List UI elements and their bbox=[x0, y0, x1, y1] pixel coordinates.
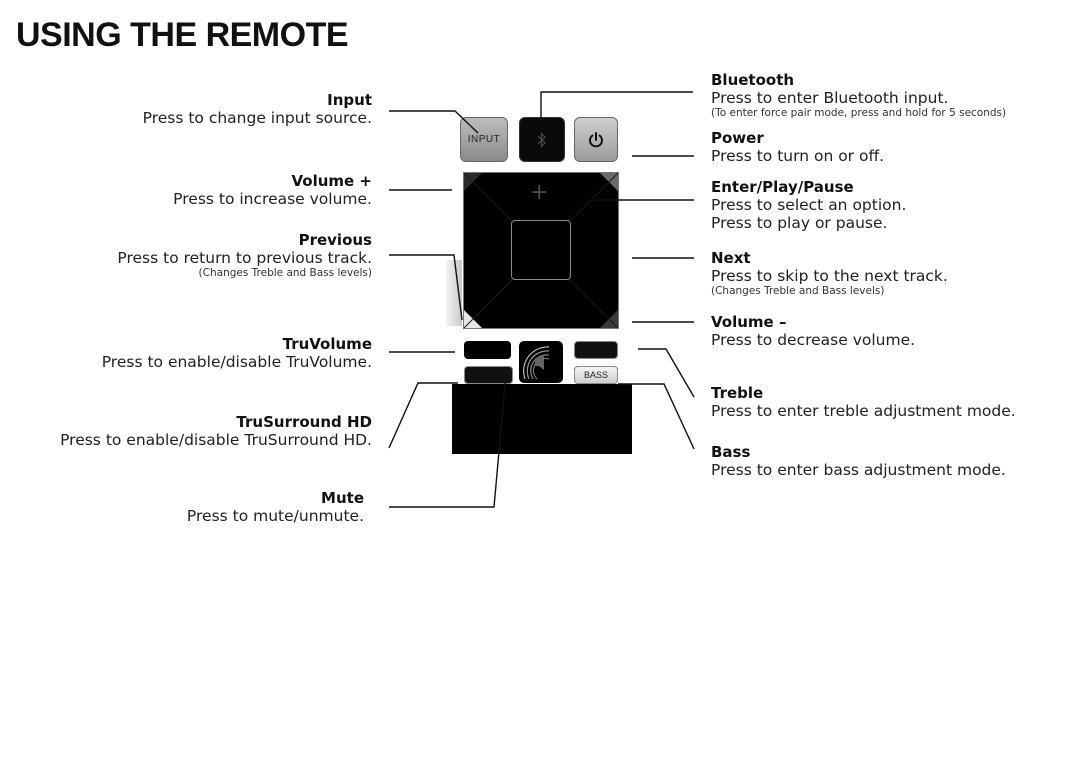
leader-previous bbox=[389, 254, 463, 321]
page-title: USING THE REMOTE bbox=[16, 16, 349, 54]
callout-previous-desc: Press to return to previous track. bbox=[117, 249, 372, 267]
callout-previous-head: Previous bbox=[298, 231, 372, 249]
truvolume-button[interactable] bbox=[464, 341, 511, 359]
callout-enter-head: Enter/Play/Pause bbox=[711, 178, 854, 196]
leader-trusurround bbox=[388, 382, 458, 449]
mute-button[interactable] bbox=[519, 341, 563, 383]
input-button-label: INPUT bbox=[467, 134, 501, 145]
trusurround-button[interactable] bbox=[464, 366, 513, 384]
callout-bluetooth-desc: Press to enter Bluetooth input. bbox=[711, 89, 949, 107]
callout-bass-head: Bass bbox=[711, 443, 751, 461]
bass-button[interactable]: BASS bbox=[574, 366, 618, 384]
callout-trusurround-head: TruSurround HD bbox=[236, 413, 372, 431]
leader-treble bbox=[638, 348, 695, 398]
callout-truvolume-desc: Press to enable/disable TruVolume. bbox=[101, 353, 372, 371]
input-button[interactable]: INPUT bbox=[460, 117, 508, 162]
callout-trusurround-desc: Press to enable/disable TruSurround HD. bbox=[60, 431, 372, 449]
callout-bluetooth: Bluetooth Press to enter Bluetooth input… bbox=[711, 71, 1006, 119]
callout-enter-desc-1: Press to select an option. bbox=[711, 196, 907, 214]
callout-treble: Treble Press to enter treble adjustment … bbox=[711, 384, 1016, 420]
callout-treble-head: Treble bbox=[711, 384, 764, 402]
remote-bottom bbox=[452, 384, 632, 454]
callout-mute-head: Mute bbox=[321, 489, 364, 507]
leader-input bbox=[389, 110, 479, 134]
callout-truvolume: TruVolume Press to enable/disable TruVol… bbox=[102, 335, 372, 371]
callout-power-head: Power bbox=[711, 129, 764, 147]
leader-mute bbox=[389, 372, 507, 508]
power-icon bbox=[589, 131, 603, 147]
callout-volume-up-desc: Press to increase volume. bbox=[173, 190, 372, 208]
callout-volume-up-head: Volume + bbox=[291, 172, 372, 190]
volume-up-button[interactable]: + bbox=[530, 180, 549, 205]
treble-button[interactable] bbox=[574, 341, 618, 359]
callout-trusurround: TruSurround HD Press to enable/disable T… bbox=[60, 413, 372, 449]
callout-bluetooth-head: Bluetooth bbox=[711, 71, 795, 89]
callout-power-desc: Press to turn on or off. bbox=[711, 147, 885, 165]
leader-bluetooth bbox=[540, 91, 693, 124]
callout-previous: Previous Press to return to previous tra… bbox=[117, 231, 372, 279]
power-button[interactable] bbox=[574, 117, 618, 162]
callout-treble-desc: Press to enter treble adjustment mode. bbox=[711, 402, 1016, 420]
bluetooth-button[interactable] bbox=[519, 117, 565, 162]
callout-mute: Mute Press to mute/unmute. bbox=[187, 489, 364, 525]
callout-bass: Bass Press to enter bass adjustment mode… bbox=[711, 443, 1006, 479]
callout-input-desc: Press to change input source. bbox=[142, 109, 372, 127]
dpad-shading bbox=[464, 173, 618, 328]
enter-play-pause-button[interactable] bbox=[511, 220, 571, 280]
callout-enter: Enter/Play/Pause Press to select an opti… bbox=[711, 178, 906, 232]
callout-bluetooth-note: (To enter force pair mode, press and hol… bbox=[711, 107, 1007, 119]
callout-input: Input Press to change input source. bbox=[143, 91, 372, 127]
callout-next-head: Next bbox=[711, 249, 751, 267]
callout-previous-note: (Changes Treble and Bass levels) bbox=[198, 267, 372, 279]
callout-bass-desc: Press to enter bass adjustment mode. bbox=[711, 461, 1006, 479]
callout-volume-up: Volume + Press to increase volume. bbox=[173, 172, 372, 208]
callout-enter-desc-2: Press to play or pause. bbox=[711, 214, 888, 232]
callout-next-note: (Changes Treble and Bass levels) bbox=[711, 285, 885, 297]
mute-speaker-icon bbox=[523, 346, 550, 380]
callout-next: Next Press to skip to the next track. (C… bbox=[711, 249, 948, 297]
callout-volume-down-desc: Press to decrease volume. bbox=[711, 331, 916, 349]
remote-side-highlight bbox=[446, 260, 462, 326]
callout-volume-down: Volume – Press to decrease volume. bbox=[711, 313, 915, 349]
bass-button-label: BASS bbox=[583, 370, 608, 380]
callout-next-desc: Press to skip to the next track. bbox=[711, 267, 948, 285]
callout-input-head: Input bbox=[327, 91, 372, 109]
leader-bass bbox=[618, 383, 695, 450]
bluetooth-icon bbox=[537, 131, 546, 148]
callout-volume-down-head: Volume – bbox=[711, 313, 787, 331]
callout-mute-desc: Press to mute/unmute. bbox=[186, 507, 364, 525]
callout-truvolume-head: TruVolume bbox=[282, 335, 372, 353]
callout-power: Power Press to turn on or off. bbox=[711, 129, 884, 165]
